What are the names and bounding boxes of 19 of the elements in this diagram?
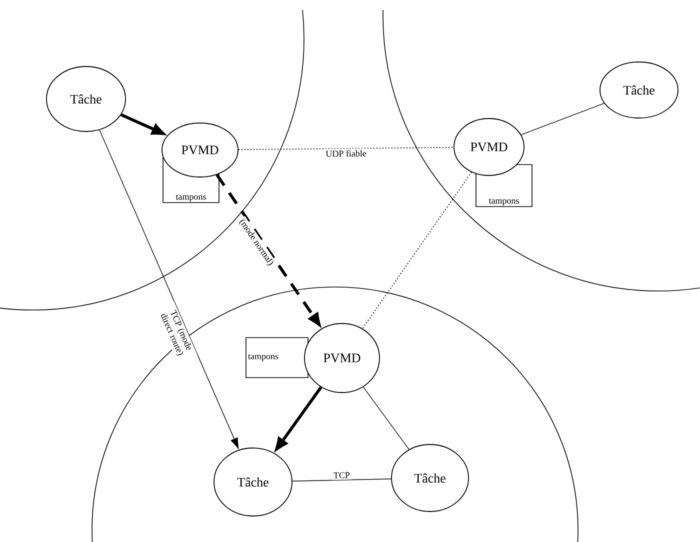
- edge-label: UDP fiable: [324, 148, 368, 158]
- connector-line: [292, 478, 392, 482]
- ellipse-node: Tâche: [600, 62, 678, 118]
- arrow: [274, 386, 322, 453]
- connector-line: [362, 172, 472, 330]
- buffer-box: tampons: [246, 337, 308, 378]
- ellipse-node: PVMD: [454, 118, 524, 176]
- connector-line: [362, 386, 410, 450]
- edge-label: TCP (mode direct route): [154, 301, 198, 364]
- arrow: [99, 130, 239, 450]
- arrow: [120, 113, 168, 136]
- ellipse-node: Tâche: [391, 444, 469, 512]
- connector-line: [520, 102, 604, 136]
- ellipse-node: Tâche: [214, 448, 292, 516]
- ellipse-node: Tâche: [46, 66, 126, 132]
- edge-label: TCP: [332, 470, 352, 480]
- arrow: [216, 174, 322, 328]
- ellipse-node: PVMD: [162, 122, 238, 178]
- connector-line: [238, 146, 454, 150]
